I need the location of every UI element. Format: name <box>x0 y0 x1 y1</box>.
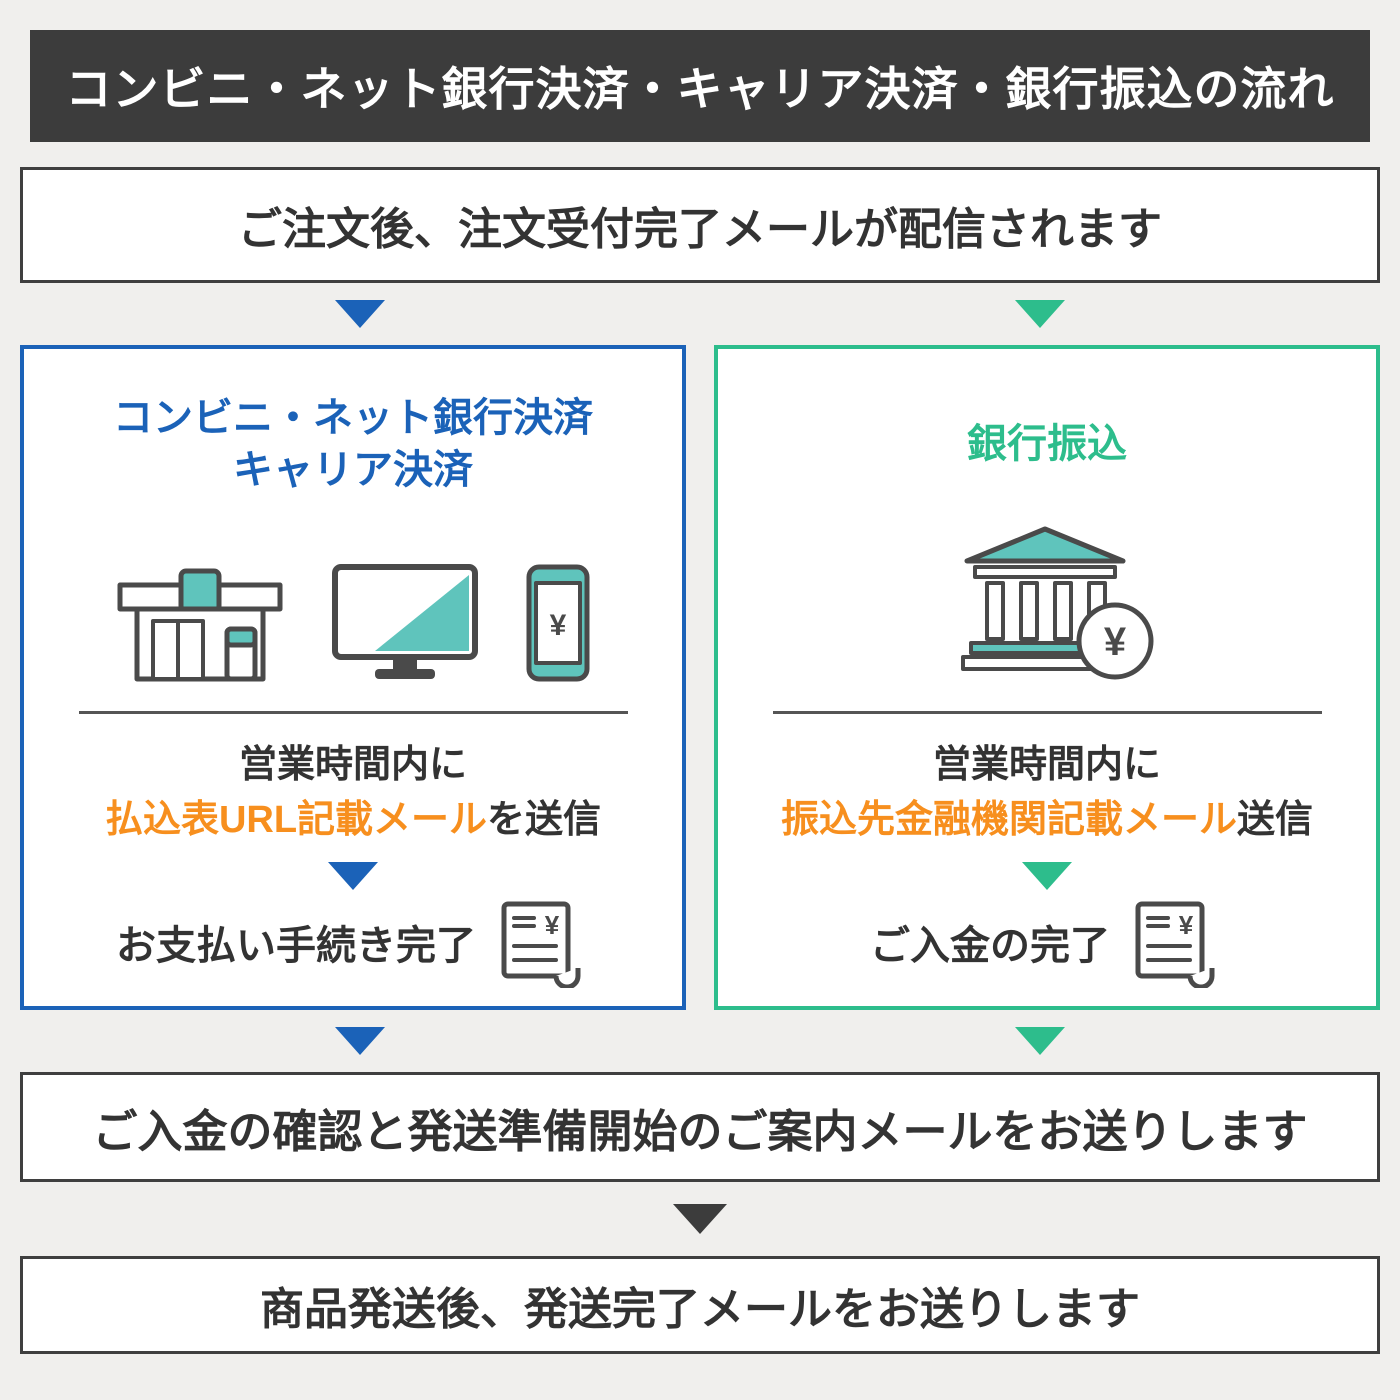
panel-bank-title: 銀行振込 <box>967 383 1127 505</box>
payment-complete-row: お支払い手続き完了 ¥ <box>116 896 590 989</box>
arrow-down-dark-icon <box>673 1204 727 1234</box>
deposit-complete-row: ご入金の完了 ¥ <box>870 896 1224 989</box>
notice-suffix: を送信 <box>487 799 602 842</box>
notice-line1: 営業時間内に <box>238 744 467 786</box>
notice-highlight: 振込先金融機関記載メール <box>780 799 1237 842</box>
arrow-down-green-icon <box>1015 1027 1065 1055</box>
panel-bank-title-text: 銀行振込 <box>967 422 1127 466</box>
arrow-row-top <box>20 283 1380 345</box>
page-title-text: コンビニ・ネット銀行決済・キャリア決済・銀行振込の流れ <box>65 63 1335 115</box>
panel-convenience-title-line1: コンビニ・ネット銀行決済 <box>113 396 593 440</box>
panel-bank-transfer: 銀行振込 ¥ <box>714 345 1380 1010</box>
svg-text:¥: ¥ <box>550 609 567 642</box>
smartphone-icon: ¥ <box>525 563 591 683</box>
step-shipped-box: 商品発送後、発送完了メールをお送りします <box>20 1256 1380 1354</box>
deposit-complete-text: ご入金の完了 <box>870 924 1110 969</box>
page-title: コンビニ・ネット銀行決済・キャリア決済・銀行振込の流れ <box>30 30 1370 142</box>
arrow-down-blue-icon <box>335 1027 385 1055</box>
step-order-received-box: ご注文後、注文受付完了メールが配信されます <box>20 167 1380 283</box>
panel-bank-notice: 営業時間内に 振込先金融機関記載メール送信 <box>781 738 1313 848</box>
receipt-icon: ¥ <box>1132 896 1224 989</box>
panel-convenience-title-line2: キャリア決済 <box>233 448 473 492</box>
step-payment-confirmed-text: ご入金の確認と発送準備開始のご案内メールをお送りします <box>92 1105 1308 1157</box>
bank-icon: ¥ <box>939 525 1155 683</box>
computer-monitor-icon <box>329 561 481 683</box>
notice-line1: 営業時間内に <box>932 744 1161 786</box>
payment-complete-text: お支払い手続き完了 <box>116 924 476 969</box>
payment-method-panels: コンビニ・ネット銀行決済 キャリア決済 <box>20 345 1380 1010</box>
panel-convenience-icons: ¥ <box>115 513 591 683</box>
arrow-down-green-icon <box>1015 300 1065 328</box>
svg-text:¥: ¥ <box>545 910 560 940</box>
arrow-row-final <box>20 1182 1380 1256</box>
panel-bank-icons: ¥ <box>939 513 1155 683</box>
receipt-icon: ¥ <box>498 896 590 989</box>
yen-coin-icon: ¥ <box>1076 602 1154 680</box>
panel-convenience-notice: 営業時間内に 払込表URL記載メールを送信 <box>105 738 601 848</box>
convenience-store-icon <box>115 563 285 683</box>
arrow-row-bottom <box>20 1010 1380 1072</box>
panel-convenience-divider <box>78 711 628 714</box>
panel-convenience-carrier: コンビニ・ネット銀行決済 キャリア決済 <box>20 345 686 1010</box>
arrow-down-green-icon <box>1022 862 1072 891</box>
notice-highlight: 払込表URL記載メール <box>104 799 488 842</box>
svg-text:¥: ¥ <box>1179 910 1194 940</box>
svg-text:¥: ¥ <box>1104 620 1127 664</box>
arrow-down-blue-icon <box>335 300 385 328</box>
step-payment-confirmed-box: ご入金の確認と発送準備開始のご案内メールをお送りします <box>20 1072 1380 1182</box>
panel-convenience-title: コンビニ・ネット銀行決済 キャリア決済 <box>113 383 593 505</box>
arrow-down-blue-icon <box>328 862 378 891</box>
notice-suffix: 送信 <box>1237 799 1314 842</box>
step-order-received-text: ご注文後、注文受付完了メールが配信されます <box>238 205 1162 254</box>
step-shipped-text: 商品発送後、発送完了メールをお送りします <box>260 1285 1140 1334</box>
panel-bank-divider <box>772 711 1322 714</box>
